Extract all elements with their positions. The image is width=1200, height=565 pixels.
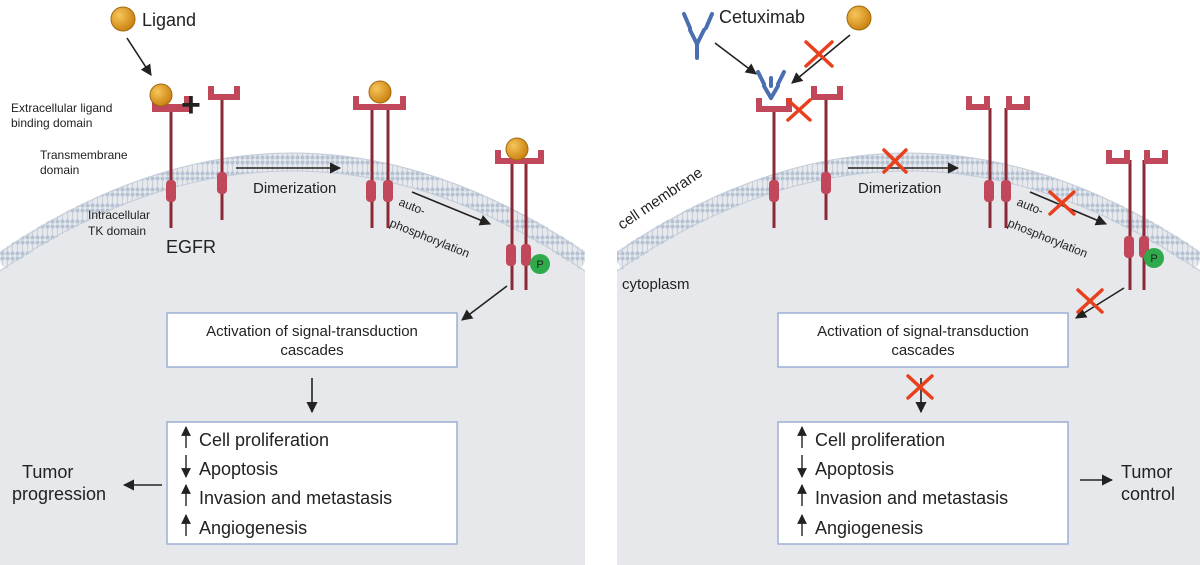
cascade-label-left-2: cascades	[280, 342, 343, 359]
effects-box-right	[777, 421, 1069, 545]
block-x-icon-cascade	[906, 374, 934, 400]
effect-left-4: Angiogenesis	[199, 518, 307, 538]
dimerization-label-right: Dimerization	[858, 180, 941, 197]
cascade-label-right-2: cascades	[891, 342, 954, 359]
cytoplasm-label: cytoplasm	[622, 276, 690, 293]
egfr-dimer-right	[966, 96, 1030, 228]
dimerization-label-left: Dimerization	[253, 180, 336, 197]
plus-sign: +	[181, 86, 201, 124]
phosphate-icon-left	[530, 254, 550, 274]
effect-right-4: Angiogenesis	[815, 518, 923, 538]
phosphorylated-dimer	[495, 137, 550, 290]
transmembrane-label-1: Transmembrane	[40, 148, 128, 162]
ligand-icon	[110, 6, 136, 32]
block-x-icon-ligand	[804, 40, 834, 68]
phosphorylated-dimer-right	[1106, 150, 1168, 290]
effect-left-3: Invasion and metastasis	[199, 488, 392, 508]
phosphate-label-right: P	[1150, 253, 1157, 265]
block-x-icon-autophos	[1048, 190, 1076, 216]
outcome-left-2: progression	[12, 484, 106, 504]
egfr-receptor-with-ligand	[149, 83, 190, 228]
phosphate-icon-right	[1144, 248, 1164, 268]
effect-left-2: Apoptosis	[199, 459, 278, 479]
outcome-right-1: Tumor	[1121, 462, 1172, 482]
block-x-icon-binding	[786, 98, 812, 122]
effect-right-1: Cell proliferation	[815, 430, 945, 450]
egfr-receptor	[208, 86, 240, 220]
intracellular-label-2: TK domain	[88, 224, 146, 238]
egfr-receptor-antibody-bound	[756, 70, 792, 228]
antibody-icon	[682, 12, 714, 60]
effects-box-left	[166, 421, 458, 545]
block-x-icon-signal	[1076, 288, 1104, 314]
extracellular-label-1: Extracellular ligand	[11, 101, 112, 115]
egfr-receptor-right	[811, 86, 843, 220]
drug-label: Cetuximab	[719, 7, 805, 27]
ligand-icon-right	[846, 5, 872, 31]
egfr-label: EGFR	[166, 237, 216, 257]
cascade-label-right-1: Activation of signal-transduction	[817, 323, 1029, 340]
block-x-icon-dimerization	[882, 148, 908, 174]
effect-right-2: Apoptosis	[815, 459, 894, 479]
cascade-box-right	[777, 312, 1069, 368]
phosphate-label-left: P	[536, 259, 543, 271]
egfr-dimer	[353, 80, 406, 228]
outcome-left-1: Tumor	[22, 462, 73, 482]
right-cell-membrane	[617, 153, 1200, 270]
ligand-label: Ligand	[142, 10, 196, 30]
intracellular-label-1: Intracellular	[88, 208, 150, 222]
outcome-right-2: control	[1121, 484, 1175, 504]
transmembrane-label-2: domain	[40, 163, 79, 177]
cascade-label-left-1: Activation of signal-transduction	[206, 323, 418, 340]
effect-right-3: Invasion and metastasis	[815, 488, 1008, 508]
cascade-box-left	[166, 312, 458, 368]
extracellular-label-2: binding domain	[11, 116, 92, 130]
effect-left-1: Cell proliferation	[199, 430, 329, 450]
left-cell-membrane	[0, 153, 585, 270]
